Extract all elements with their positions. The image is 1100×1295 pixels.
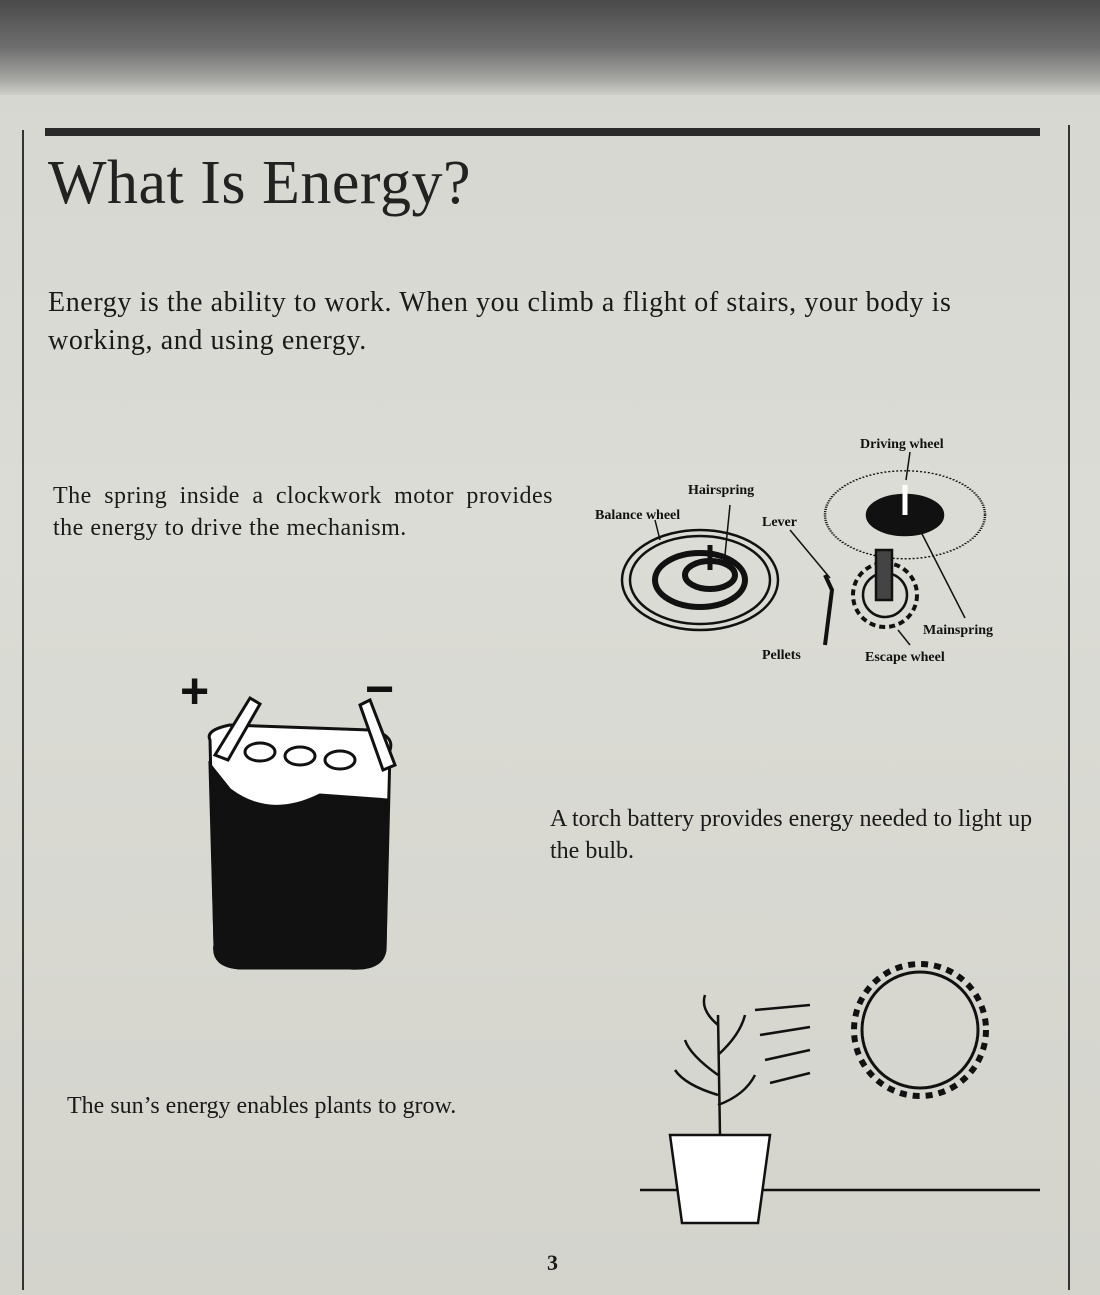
label-escape-wheel: Escape wheel [865,650,945,665]
plus-sign: + [180,670,209,719]
label-hairspring: Hairspring [688,483,754,498]
driving-wheel [823,470,987,560]
battery-caption: A torch battery provides energy needed t… [550,806,1033,864]
page-edge-shadow [0,0,1100,95]
sun-icon [860,970,980,1090]
clockwork-caption: The spring inside a clockwork motor prov… [53,483,553,541]
page-number: 3 [547,1250,558,1275]
plant-stem [673,994,757,1136]
label-mainspring: Mainspring [923,623,993,638]
label-pellets: Pellets [762,648,801,663]
label-driving-wheel: Driving wheel [860,437,944,452]
plant-sun-illustration [640,961,1040,1225]
page-border-right [1068,125,1070,1290]
flower-pot [668,1133,772,1225]
page-title: What Is Energy? [48,149,471,217]
plant-caption: The sun’s energy enables plants to grow. [67,1093,457,1119]
clockwork-diagram: Driving wheel Hairspring Balance wheel L… [595,437,993,665]
label-lever: Lever [762,515,797,530]
balance-wheel [620,528,780,632]
page-border-left [22,130,24,1290]
battery-illustration: + − [180,670,397,970]
title-rule [45,128,1040,136]
intro-paragraph: Energy is the ability to work. When you … [48,287,952,356]
label-balance-wheel: Balance wheel [595,508,680,523]
